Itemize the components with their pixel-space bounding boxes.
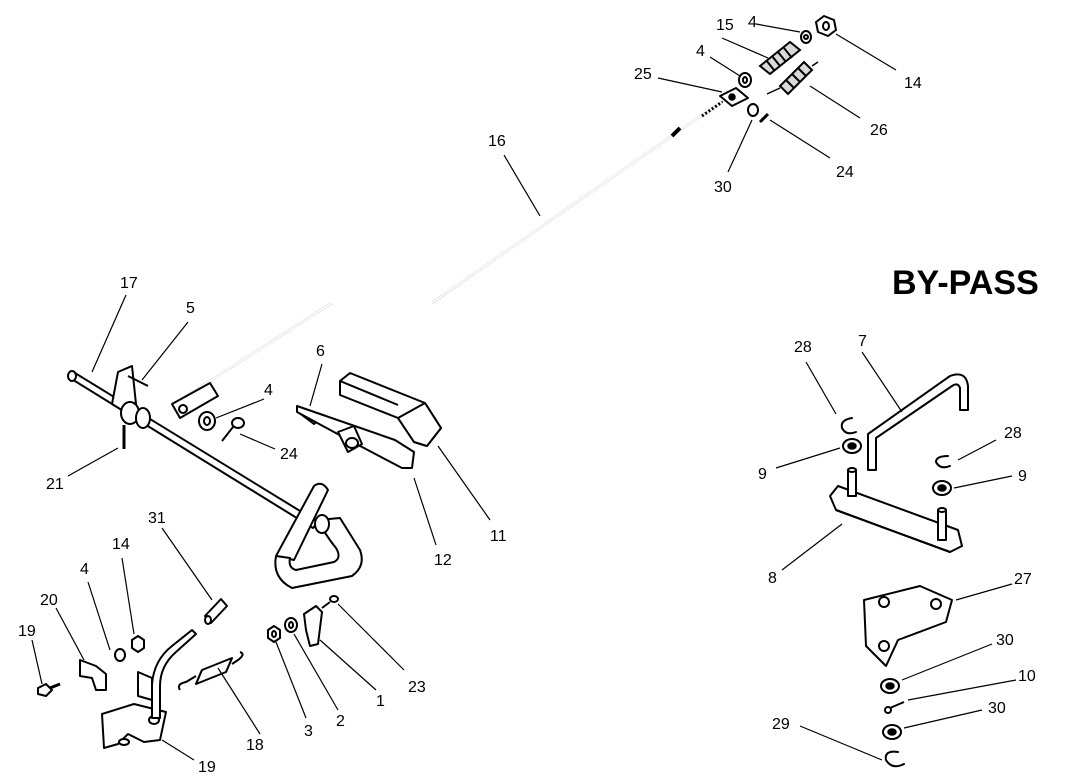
label-15: 15 (716, 17, 734, 34)
label-23: 23 (408, 679, 426, 696)
label-30-top: 30 (714, 179, 732, 196)
e-clip-28-right (935, 455, 951, 469)
washer-4-lower (114, 648, 126, 662)
washer-9-right (932, 480, 952, 496)
pedal-12 (296, 405, 415, 469)
label-11: 11 (490, 528, 507, 545)
label-30-mid: 30 (996, 632, 1014, 649)
label-3: 3 (304, 723, 313, 740)
label-29: 29 (772, 716, 790, 733)
rod-end-bracket (171, 382, 219, 419)
shaft-collar (120, 401, 151, 429)
label-4-mid: 4 (264, 382, 273, 399)
nut-3 (267, 625, 281, 643)
cotter-pin-24-top (758, 112, 770, 124)
rod-16 (179, 100, 723, 401)
label-1: 1 (376, 693, 385, 710)
label-18: 18 (246, 737, 264, 754)
plate-8 (829, 467, 963, 553)
nut-14-lower (131, 635, 145, 653)
washer-30-bottom (882, 724, 902, 740)
bypass-title: BY-PASS (892, 264, 1039, 302)
label-12: 12 (434, 552, 452, 569)
label-6: 6 (316, 343, 325, 360)
label-24-top: 24 (836, 164, 854, 181)
rod-7 (867, 373, 969, 471)
label-21: 20 (40, 592, 58, 609)
label-17: 17 (120, 275, 138, 292)
label-22: 21 (46, 476, 64, 493)
spring-18 (177, 651, 244, 691)
label-16: 16 (488, 133, 506, 150)
label-25: 25 (634, 66, 652, 83)
pedal-arm (274, 482, 363, 589)
label-4-top: 4 (748, 14, 757, 31)
washer-4-upper (738, 72, 752, 88)
lever-5 (111, 365, 149, 413)
label-4-lower: 4 (80, 561, 89, 578)
washer-2 (284, 617, 298, 633)
washer-4-mid (198, 411, 216, 431)
label-4-upper: 4 (696, 43, 705, 60)
label-10: 10 (1018, 668, 1036, 685)
bracket-25 (719, 87, 749, 107)
washer-30-top (747, 103, 759, 117)
label-30-bottom: 30 (988, 700, 1006, 717)
label-14-top: 14 (904, 75, 922, 92)
washer-30-mid (880, 678, 900, 694)
pin-10 (884, 701, 905, 714)
spring-26 (766, 60, 819, 96)
label-28-top: 28 (794, 339, 812, 356)
pedal-pad-11 (339, 372, 442, 447)
label-26: 26 (870, 122, 888, 139)
label-20: 19 (18, 623, 36, 640)
bolt-23 (321, 595, 339, 609)
label-7: 7 (858, 333, 867, 350)
label-9-left: 9 (758, 466, 767, 483)
plate-19 (101, 629, 197, 749)
plate-27 (863, 585, 953, 667)
leader-lines (31, 23, 1017, 761)
label-8: 8 (768, 570, 777, 587)
label-27: 27 (1014, 571, 1032, 588)
bolt-20 (37, 682, 61, 697)
bracket-21 (79, 659, 107, 691)
label-24-mid: 24 (280, 446, 298, 463)
cotter-pin-24-mid (221, 417, 245, 442)
e-clip-28-top (840, 417, 857, 435)
label-2: 2 (336, 713, 345, 730)
label-31: 31 (148, 510, 166, 527)
e-clip-29 (884, 750, 905, 768)
label-19: 19 (198, 759, 216, 776)
spring-15 (758, 40, 802, 76)
nut-14-top (815, 15, 837, 37)
sleeve-31 (204, 598, 228, 625)
label-9-right: 9 (1018, 468, 1027, 485)
label-28-right: 28 (1004, 425, 1022, 442)
washer-4-top (800, 30, 812, 44)
washer-9-left (842, 438, 862, 454)
label-5: 5 (186, 300, 195, 317)
callout-labels: 4 15 4 25 14 26 24 30 16 17 5 6 4 24 21 … (18, 14, 1036, 776)
label-14-lower: 14 (112, 536, 130, 553)
clip-1 (303, 605, 323, 647)
